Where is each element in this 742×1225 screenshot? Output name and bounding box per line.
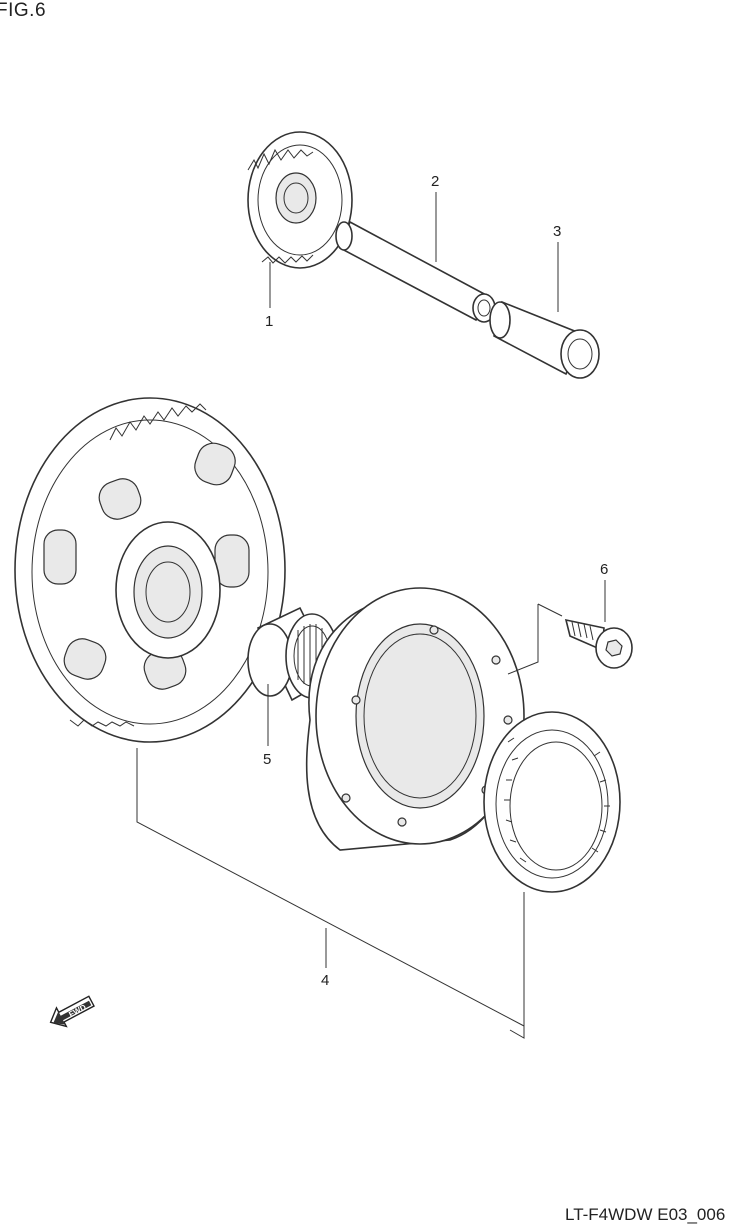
clutch-housing-part[interactable]: [305, 587, 525, 851]
callout-2: 2: [431, 173, 439, 190]
callout-6: 6: [600, 561, 608, 578]
one-way-clutch-part[interactable]: [483, 711, 621, 893]
idle-gear-part[interactable]: [247, 131, 353, 269]
callout-5: 5: [263, 751, 271, 768]
document-code: LT-F4WDW E03_006: [565, 1205, 726, 1224]
callout-4: 4: [321, 972, 329, 989]
figure-label: FIG.6: [0, 0, 47, 21]
bolt-part[interactable]: [564, 618, 633, 669]
callout-1: 1: [265, 313, 273, 330]
fwd-arrow-icon: FWD: [49, 995, 95, 1028]
callout-3: 3: [553, 223, 561, 240]
leader-lines: [136, 192, 606, 1039]
idle-shaft-part[interactable]: [335, 220, 496, 323]
starter-clutch-gear-part[interactable]: [14, 397, 286, 743]
bushing-part[interactable]: [489, 300, 600, 379]
